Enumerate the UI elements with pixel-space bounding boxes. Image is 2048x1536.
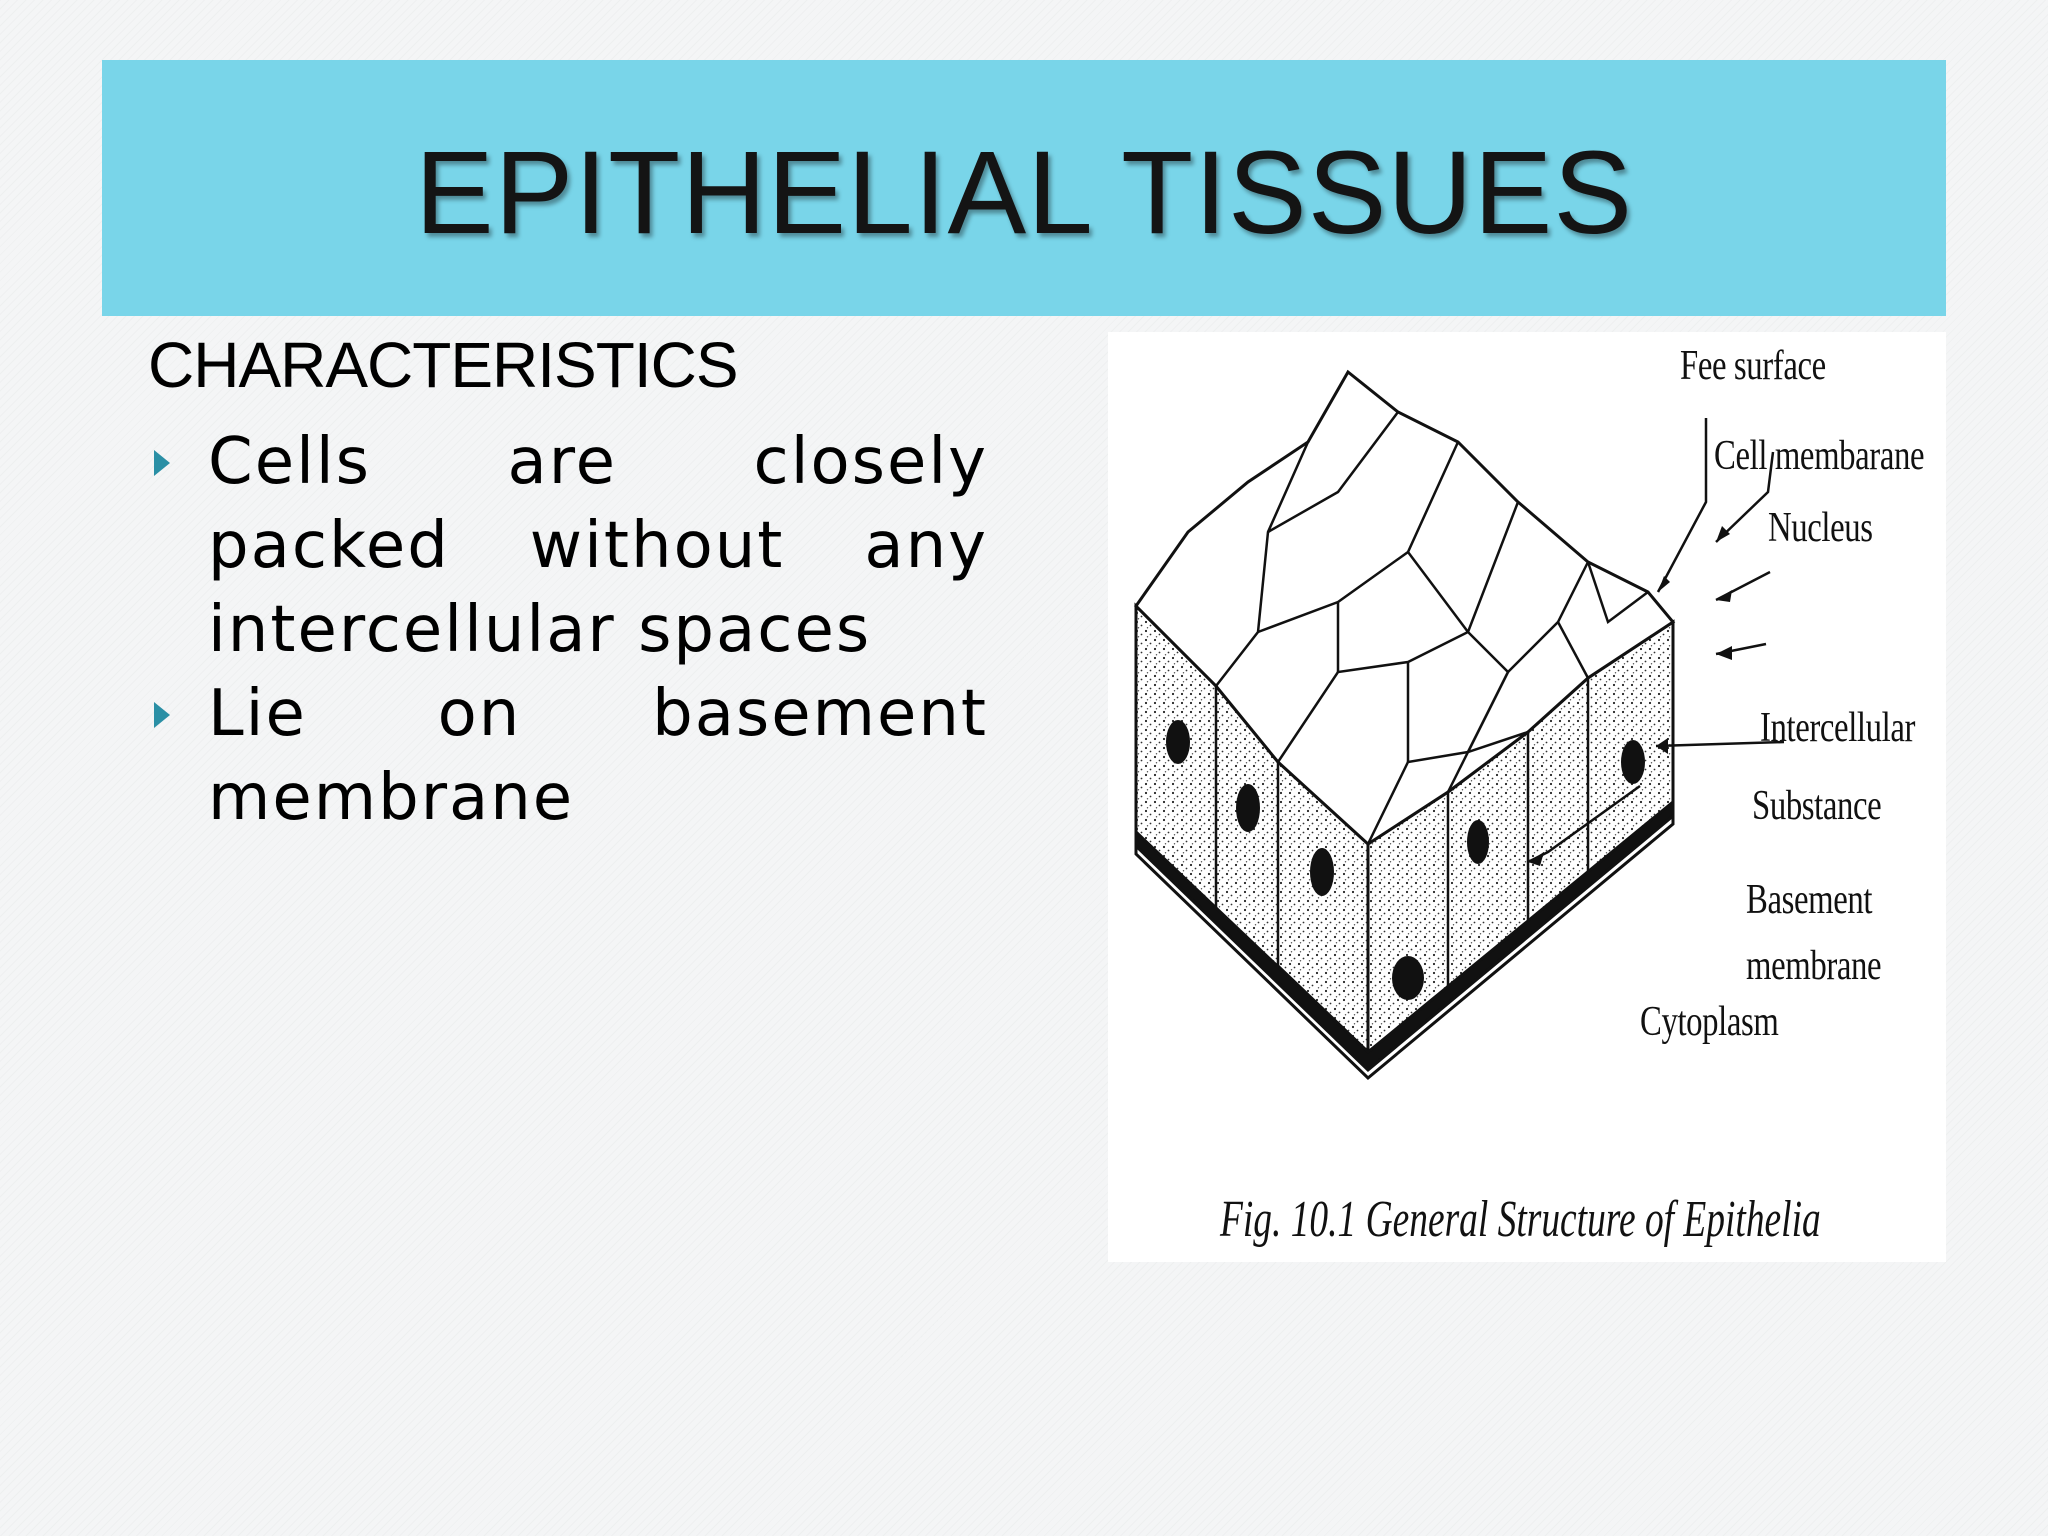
figure-caption: Fig. 10.1 General Structure of Epithelia (1220, 1191, 1821, 1248)
label-basement: Basement (1746, 877, 1873, 923)
bullet-arrow-icon (154, 702, 170, 728)
bullet-arrow-icon (154, 450, 170, 476)
cell-nuclei (1166, 720, 1645, 1000)
slide-title: EPITHELIAL TISSUES (414, 127, 1634, 259)
label-intercellular: Intercellular (1760, 705, 1915, 751)
bullet-list: Cells are closely packed without any int… (148, 420, 988, 840)
label-cytoplasm: Cytoplasm (1640, 999, 1779, 1045)
bullet-text: Cells are closely packed without any int… (208, 425, 988, 667)
basement-membrane-slab (1134, 798, 1675, 1081)
free-surface-top (1134, 369, 1676, 846)
label-cell-membrane: Cell membarane (1714, 433, 1925, 479)
label-membrane: membrane (1746, 943, 1882, 989)
bullet-item: Cells are closely packed without any int… (148, 420, 988, 672)
label-substance: Substance (1752, 783, 1882, 829)
pointer-arrowheads (1528, 526, 1732, 866)
title-bar: EPITHELIAL TISSUES (102, 60, 1946, 316)
section-heading: CHARACTERISTICS (148, 329, 738, 401)
bullet-text: Lie on basement membrane (208, 677, 988, 835)
label-free-surface: Fee surface (1680, 343, 1826, 389)
cell-boundaries-top (1215, 411, 1649, 845)
cell-side-dividers (1214, 678, 1590, 992)
epithelium-diagram (1134, 369, 1785, 1081)
epithelium-figure: Fee surface Cell membarane Nucleus Inter… (1108, 332, 1946, 1262)
label-nucleus: Nucleus (1768, 505, 1873, 551)
bullet-item: Lie on basement membrane (148, 672, 988, 840)
